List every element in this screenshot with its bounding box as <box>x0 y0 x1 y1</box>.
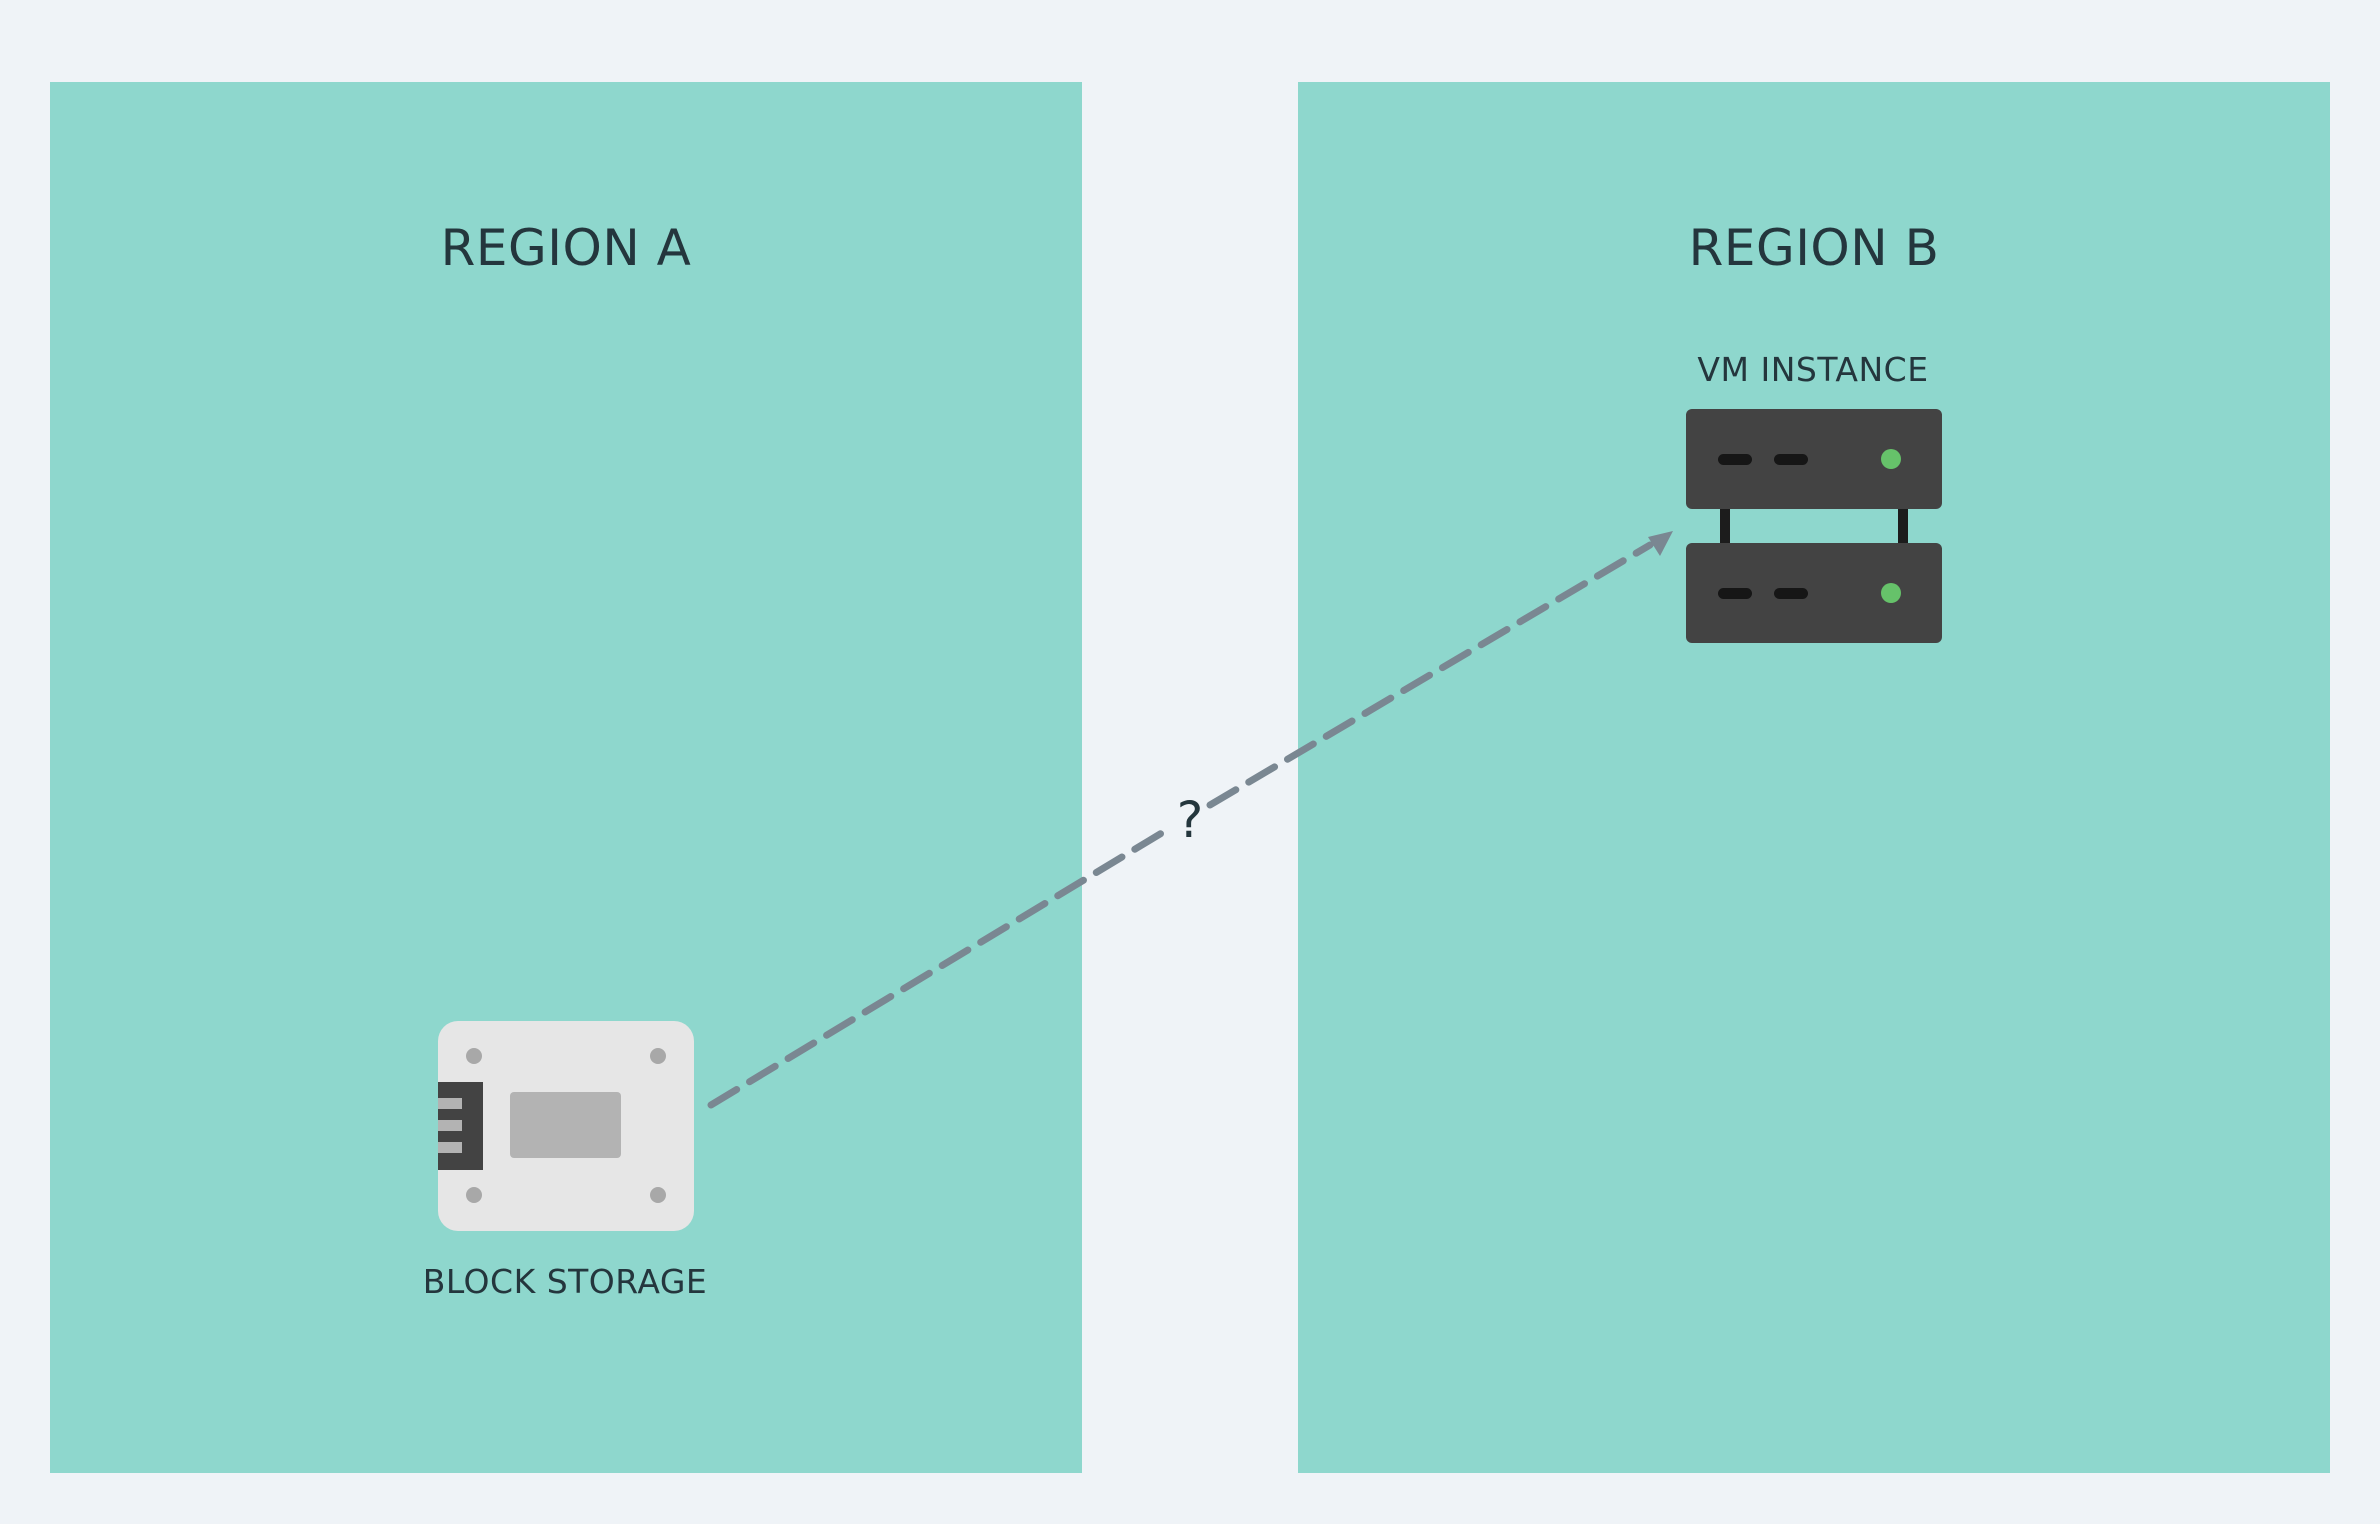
region-a-panel: REGION A <box>50 82 1082 1473</box>
block-storage-label: BLOCK STORAGE <box>422 1262 708 1301</box>
region-b-panel: REGION B <box>1298 82 2330 1473</box>
connection-question-label: ? <box>1176 791 1204 849</box>
vm-instance-label: VM INSTANCE <box>1697 350 1929 389</box>
storage-drive-icon[interactable] <box>438 1021 694 1231</box>
region-a-title: REGION A <box>440 219 692 277</box>
server-rack-icon[interactable] <box>1686 409 1942 644</box>
region-b-title: REGION B <box>1688 219 1940 277</box>
